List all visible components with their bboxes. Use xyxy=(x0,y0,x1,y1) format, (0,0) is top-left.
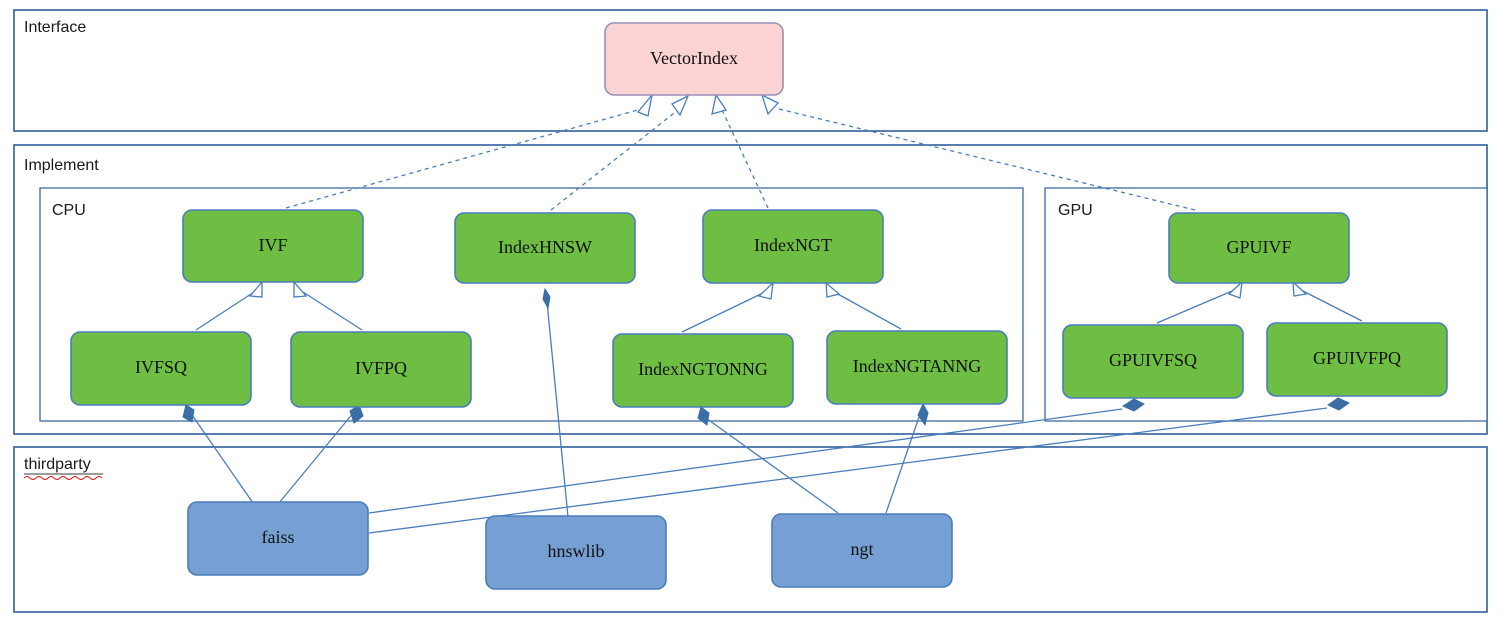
node-ngt[interactable]: ngt xyxy=(771,513,953,588)
node-indexngtonng[interactable]: IndexNGTONNG xyxy=(612,333,794,408)
edge-faiss-to-ivfpq xyxy=(278,404,364,504)
node-ivfpq-rect[interactable] xyxy=(290,331,472,408)
node-indexngt-label: IndexNGT xyxy=(754,235,832,255)
group-interface-label: Interface xyxy=(24,19,86,36)
generalization-arrowhead-icon xyxy=(248,280,263,298)
composition-diamond-icon xyxy=(1121,398,1145,412)
node-indexngt[interactable]: IndexNGT xyxy=(702,209,884,284)
edge-ngt-to-indexngtanng xyxy=(885,402,929,514)
node-faiss-rect[interactable] xyxy=(187,501,369,576)
node-gpuivfsq[interactable]: GPUIVFSQ xyxy=(1062,324,1244,399)
edge-indexngt-to-vectorindex xyxy=(711,93,769,209)
group-thirdparty-label: thirdparty xyxy=(24,456,91,473)
node-vectorindex-label: VectorIndex xyxy=(650,48,738,68)
composition-diamond-icon xyxy=(542,287,551,310)
node-gpuivfsq-rect[interactable] xyxy=(1062,324,1244,399)
node-hnswlib[interactable]: hnswlib xyxy=(485,515,667,590)
realization-arrowhead-icon xyxy=(760,93,780,116)
edge-indexhnsw-to-vectorindex xyxy=(550,94,690,211)
edge-faiss-to-gpuivfpq xyxy=(368,397,1351,534)
edge-indexngtanng-to-indexngt xyxy=(825,281,902,330)
node-ivf-label: IVF xyxy=(258,235,287,255)
node-ngt-rect[interactable] xyxy=(771,513,953,588)
node-vectorindex[interactable]: VectorIndex xyxy=(604,22,784,96)
node-ivf-rect[interactable] xyxy=(182,209,364,283)
realization-arrowhead-icon xyxy=(671,94,690,117)
spellcheck-squiggle-icon xyxy=(23,475,103,481)
node-indexhnsw-label: IndexHNSW xyxy=(498,237,592,257)
node-ivfsq-label: IVFSQ xyxy=(135,357,187,377)
node-ivfpq[interactable]: IVFPQ xyxy=(290,331,472,408)
edge-hnswlib-to-indexhnsw xyxy=(542,287,569,518)
generalization-arrowhead-icon xyxy=(1292,280,1308,297)
node-ivfsq-rect[interactable] xyxy=(70,331,252,406)
generalization-arrowhead-icon xyxy=(293,280,308,298)
realization-arrowhead-icon xyxy=(636,94,653,117)
group-implement-label: Implement xyxy=(24,157,99,174)
node-ivf[interactable]: IVF xyxy=(182,209,364,283)
edge-ivfsq-to-ivf xyxy=(195,280,263,331)
edge-ivf-to-vectorindex xyxy=(285,94,653,209)
edge-ngt-to-indexngtonng xyxy=(697,406,839,514)
node-gpuivfsq-label: GPUIVFSQ xyxy=(1109,350,1197,370)
node-hnswlib-label: hnswlib xyxy=(547,541,604,561)
node-gpuivfpq-label: GPUIVFPQ xyxy=(1313,348,1401,368)
node-faiss-label: faiss xyxy=(262,527,295,547)
node-ngt-label: ngt xyxy=(850,539,873,559)
composition-diamond-icon xyxy=(917,402,929,427)
composition-diamond-icon xyxy=(1326,397,1351,411)
node-gpuivf[interactable]: GPUIVF xyxy=(1168,212,1350,284)
generalization-arrowhead-icon xyxy=(825,281,841,298)
node-gpuivf-label: GPUIVF xyxy=(1226,237,1291,257)
node-faiss[interactable]: faiss xyxy=(187,501,369,576)
edge-ivfpq-to-ivf xyxy=(293,280,363,331)
node-vectorindex-rect[interactable] xyxy=(604,22,784,96)
edge-gpuivf-to-vectorindex xyxy=(760,93,1196,211)
node-indexngtanng[interactable]: IndexNGTANNG xyxy=(826,330,1008,405)
composition-diamond-icon xyxy=(349,404,364,424)
group-cpu-label: CPU xyxy=(52,202,86,219)
node-ivfsq[interactable]: IVFSQ xyxy=(70,331,252,406)
node-indexhnsw[interactable]: IndexHNSW xyxy=(454,212,636,284)
node-gpuivfpq[interactable]: GPUIVFPQ xyxy=(1266,322,1448,397)
edge-indexngtonng-to-indexngt xyxy=(681,281,774,333)
node-gpuivfpq-rect[interactable] xyxy=(1266,322,1448,397)
generalization-arrowhead-icon xyxy=(1227,280,1243,299)
edge-faiss-to-gpuivfsq xyxy=(368,398,1145,514)
node-ivfpq-label: IVFPQ xyxy=(355,358,407,378)
node-hnswlib-rect[interactable] xyxy=(485,515,667,590)
composition-diamond-icon xyxy=(182,404,195,423)
composition-diamond-icon xyxy=(697,406,710,426)
generalization-arrowhead-icon xyxy=(757,281,774,300)
realization-arrowhead-icon xyxy=(711,93,728,115)
node-gpuivf-rect[interactable] xyxy=(1168,212,1350,284)
group-gpu-label: GPU xyxy=(1058,202,1093,219)
node-indexngtonng-rect[interactable] xyxy=(612,333,794,408)
node-indexngtanng-rect[interactable] xyxy=(826,330,1008,405)
node-indexngt-rect[interactable] xyxy=(702,209,884,284)
edge-faiss-to-ivfsq xyxy=(182,404,254,504)
node-indexhnsw-rect[interactable] xyxy=(454,212,636,284)
edge-gpuivfpq-to-gpuivf xyxy=(1292,280,1363,322)
node-indexngtanng-label: IndexNGTANNG xyxy=(853,356,982,376)
edge-gpuivfsq-to-gpuivf xyxy=(1156,280,1243,324)
node-indexngtonng-label: IndexNGTONNG xyxy=(638,359,768,379)
